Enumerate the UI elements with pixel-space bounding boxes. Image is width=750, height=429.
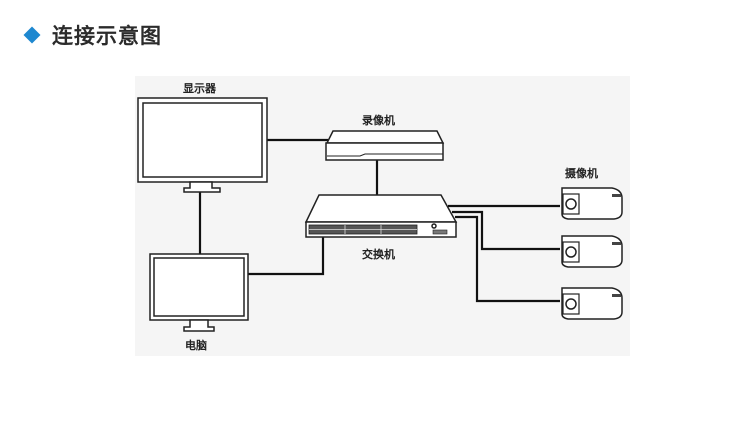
cable-switch-camera-3 [455,215,560,303]
cable-switch-camera-2 [452,210,560,251]
section-header: 连接示意图 [22,20,162,50]
monitor [137,97,268,193]
cable-pc-switch [248,237,325,276]
camera-1 [561,187,623,220]
camera-3 [561,287,623,320]
computer-label: 电脑 [185,338,207,352]
page-title: 连接示意图 [52,24,162,48]
switch-label: 交换机 [362,247,395,261]
monitor-label: 显示器 [183,82,217,95]
computer [149,253,249,332]
cables [198,138,560,303]
camera-2 [561,235,623,268]
nvr-label: 录像机 [362,113,395,127]
nvr [325,130,445,161]
camera-label: 摄像机 [565,166,598,180]
network-switch [304,194,458,238]
